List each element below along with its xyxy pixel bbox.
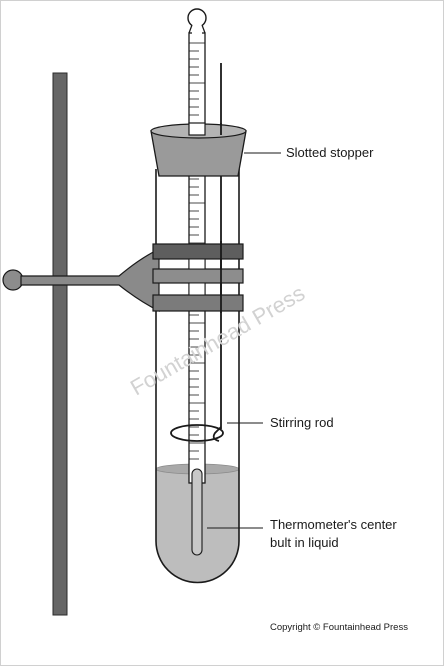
clamp-prong-bottom: [152, 294, 244, 312]
label-thermometer-bulb-line1: Thermometer's center: [270, 517, 397, 532]
stirring-loop: [170, 424, 224, 442]
clamp-prong-middle: [152, 268, 244, 284]
clamp-prong-top: [152, 243, 244, 260]
label-thermometer-bulb-line2: bult in liquid: [270, 535, 339, 550]
thermometer-bulb-stem: [191, 468, 203, 556]
clamp-arm: [20, 248, 160, 312]
ring-stand-rod: [52, 72, 68, 616]
test-tube: [155, 169, 240, 584]
thermometer-top-loop: [187, 8, 207, 28]
clamp-knob: [2, 269, 24, 291]
copyright-notice: Copyright © Fountainhead Press: [270, 622, 408, 633]
label-slotted-stopper: Slotted stopper: [286, 145, 374, 160]
utility-clamp: [2, 241, 244, 313]
label-stirring-rod: Stirring rod: [270, 415, 334, 430]
